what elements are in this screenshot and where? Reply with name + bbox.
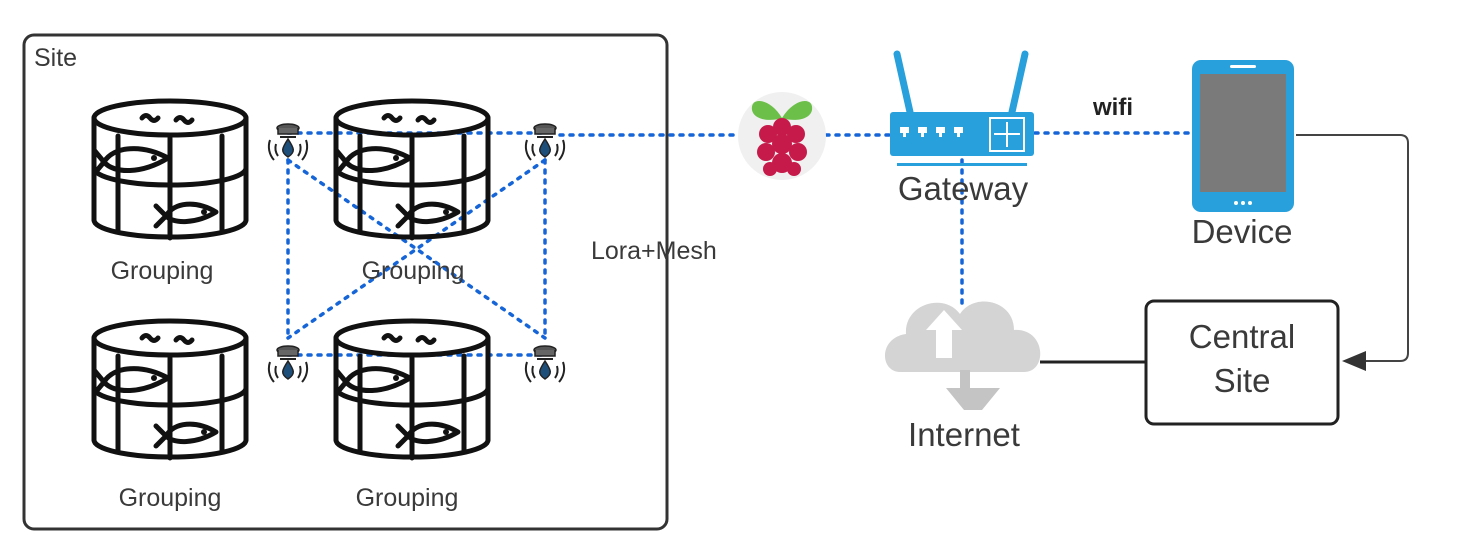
device-label: Device <box>1192 213 1293 250</box>
central-site-label-line1: Central <box>1189 318 1295 355</box>
wifi-label: wifi <box>1092 94 1133 121</box>
grouping-label: Grouping <box>356 484 459 512</box>
network-label: Lora+Mesh <box>591 237 717 265</box>
grouping-label: Grouping <box>111 257 214 285</box>
sensor-node-icon <box>267 123 309 161</box>
central-site-label-line2: Site <box>1214 362 1271 399</box>
grouping-label: Grouping <box>362 257 465 285</box>
tablet-device-icon <box>1192 60 1294 212</box>
device-central-connector <box>1296 134 1409 362</box>
fish-tank-icon <box>94 101 246 238</box>
raspberry-pi-icon <box>738 92 826 180</box>
gateway-label: Gateway <box>898 170 1029 207</box>
grouping-label: Grouping <box>119 484 222 512</box>
arrow-head-icon <box>1342 351 1366 371</box>
fish-tank-icon <box>94 321 246 458</box>
sensor-node-icon <box>524 345 566 383</box>
router-icon <box>890 50 1034 166</box>
site-container <box>22 33 669 531</box>
fish-tank-icon <box>336 101 488 238</box>
fish-tank-icon <box>336 321 488 458</box>
internet-label: Internet <box>908 416 1020 453</box>
cloud-upload-download-icon <box>884 301 1041 410</box>
site-label: Site <box>34 44 77 72</box>
central-site-box <box>1144 299 1340 426</box>
mesh-connections <box>286 131 547 357</box>
sensor-node-icon <box>267 345 309 383</box>
sensor-node-icon <box>524 123 566 161</box>
